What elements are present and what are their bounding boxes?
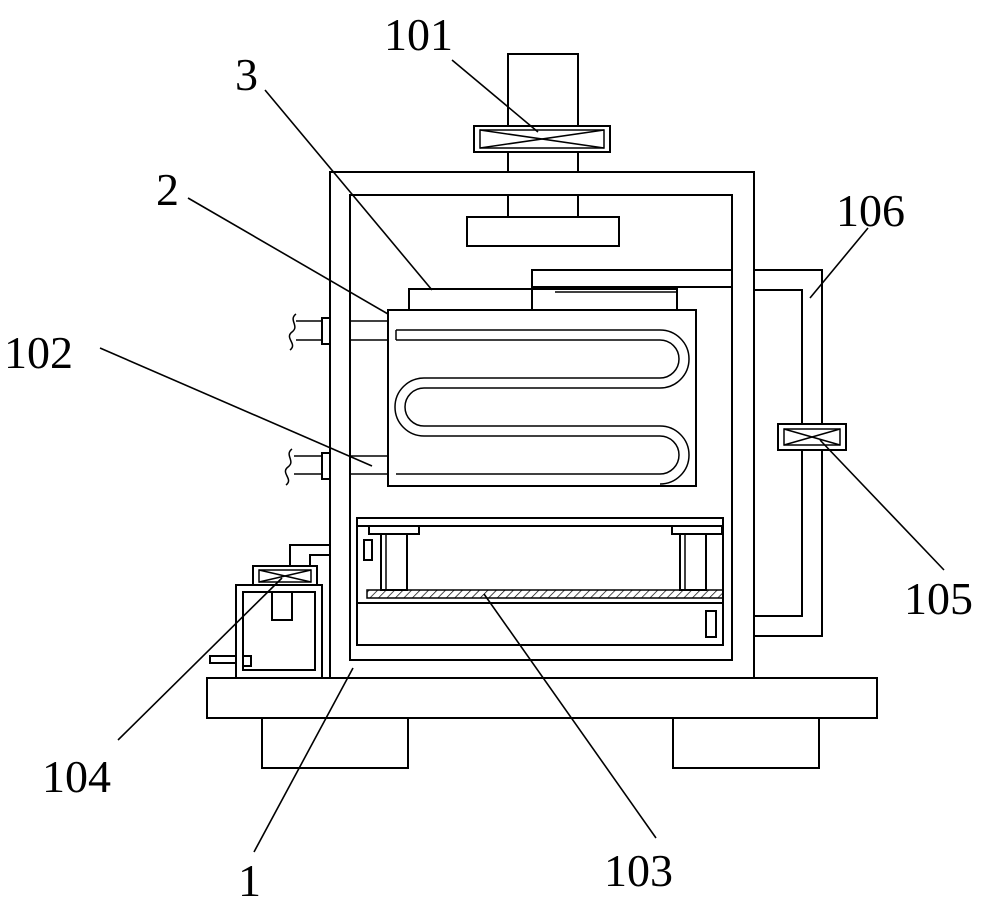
leader-103 <box>483 593 657 839</box>
foot-left <box>261 717 409 769</box>
label-105: 105 <box>904 573 973 624</box>
label-1: 1 <box>238 855 261 906</box>
leader-3 <box>264 89 433 291</box>
outlet-handle <box>705 610 717 638</box>
leader-104 <box>117 577 283 741</box>
pump-box <box>209 544 330 679</box>
label-106: 106 <box>836 185 905 236</box>
valve-104 <box>252 565 318 586</box>
foot-right <box>672 717 820 769</box>
leader-101 <box>451 59 539 133</box>
lower-chamber <box>356 517 724 646</box>
heat-exchanger-2 <box>350 309 697 487</box>
label-103: 103 <box>604 845 673 896</box>
label-3: 3 <box>235 49 258 100</box>
serpentine-coil <box>394 329 690 485</box>
inlet-connector-lower <box>284 448 331 486</box>
leader-1 <box>253 667 354 853</box>
filter-103 <box>357 589 724 604</box>
exhaust-pipe <box>507 53 579 173</box>
leader-105 <box>819 439 945 571</box>
valve-105 <box>777 423 847 451</box>
bypass-pipe-106 <box>754 269 823 637</box>
top-strip <box>531 269 732 310</box>
label-102: 102 <box>4 327 73 378</box>
label-104: 104 <box>42 751 111 802</box>
inlet-connector-upper <box>288 313 331 351</box>
top-fixture <box>466 194 620 247</box>
label-2: 2 <box>156 164 179 215</box>
label-101: 101 <box>384 9 453 60</box>
valve-101 <box>473 125 611 153</box>
base-plate <box>206 677 878 719</box>
leader-2 <box>187 197 389 315</box>
leader-102 <box>99 347 373 467</box>
leader-106 <box>809 227 869 299</box>
